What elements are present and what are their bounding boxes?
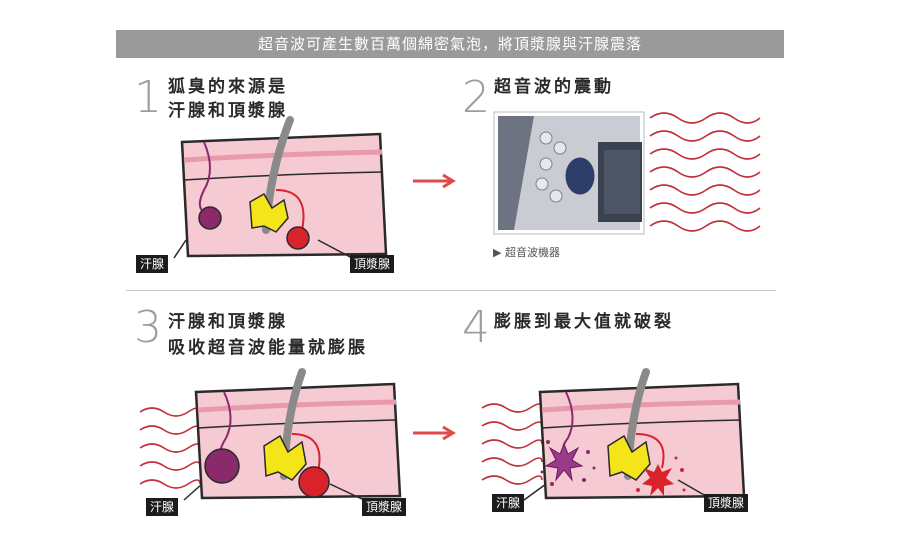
waves-left-icon [139,407,201,489]
label-apocrine-gland-1: 頂漿腺 [350,255,395,273]
burst-apocrine-gland [642,464,674,496]
skin-layer-line [183,171,384,181]
skin-block [180,132,388,258]
arrow-right-icon [413,173,456,189]
apocrine-gland [286,226,310,250]
swollen-apocrine-gland [298,466,330,498]
skin-diagram-3 [183,368,402,501]
swollen-sweat-gland [204,448,240,484]
skin-diagram-4 [523,368,746,501]
label-apocrine-gland-4: 頂漿腺 [704,494,749,512]
skin-diagram-1 [173,116,388,259]
label-apocrine-gland-3: 頂漿腺 [362,498,407,516]
step-4-title: 膨脹到最大值就破裂 [494,312,674,332]
arrow-right-icon [413,425,456,441]
section-divider [126,290,776,291]
fat-cells [249,192,289,233]
sweat-gland [198,206,222,230]
step-3-title-line1: 汗腺和頂漿腺 [168,312,288,332]
label-sweat-gland-3: 汗腺 [146,498,179,516]
step-3-number: 3 [134,302,162,353]
label-sweat-gland-4: 汗腺 [492,494,525,512]
step-2-title: 超音波的震動 [494,77,614,97]
machine-caption: ▶ 超音波機器 [493,246,560,259]
header-banner: 超音波可產生數百萬個綿密氣泡，將頂漿腺與汗腺震落 [116,30,784,58]
ultrasound-machine-image [493,111,645,235]
apocrine-duct [275,189,305,231]
step-1-number: 1 [134,72,162,123]
step-4-number: 4 [462,302,490,353]
burst-sweat-gland [544,442,584,482]
ultrasound-waves-icon [649,112,761,232]
step-1-title-line2: 汗腺和頂漿腺 [168,101,288,121]
step-2-number: 2 [462,72,490,123]
waves-left-icon [481,403,543,485]
label-sweat-gland-1: 汗腺 [136,255,169,273]
step-3-title-line2: 吸收超音波能量就膨脹 [168,338,368,358]
step-1-title-line1: 狐臭的來源是 [168,77,288,97]
